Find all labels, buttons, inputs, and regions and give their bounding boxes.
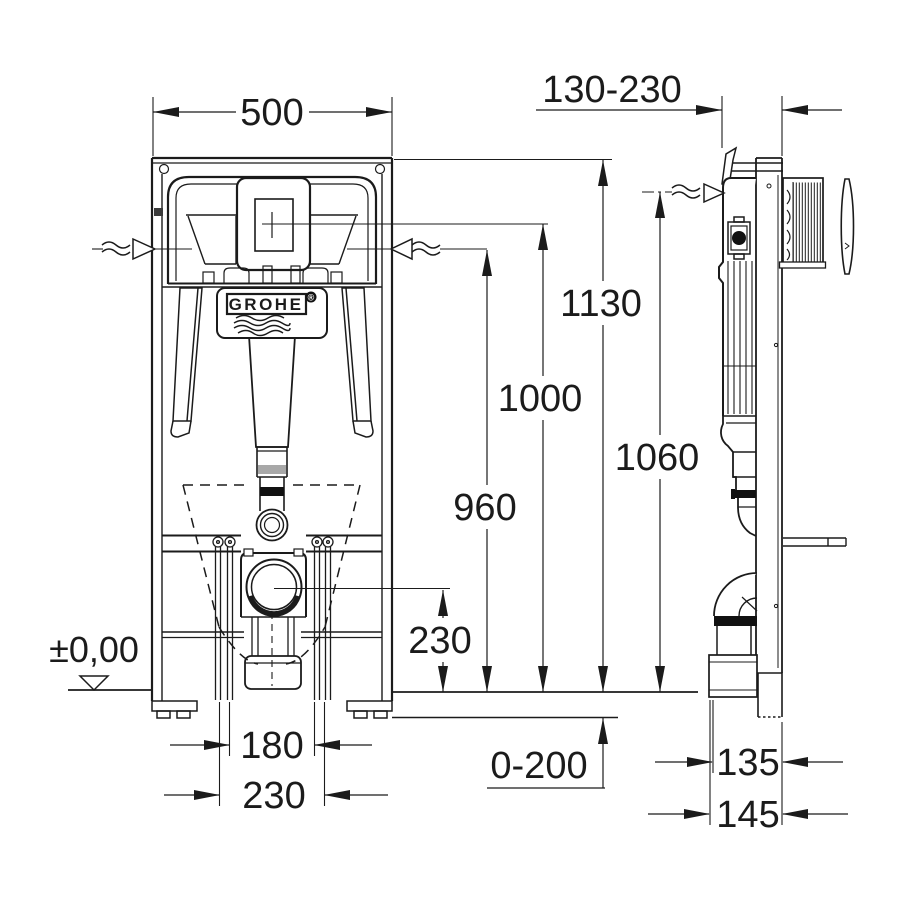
support-struts — [170, 287, 374, 438]
dim-frame-width-label: 500 — [240, 92, 303, 134]
wall-rail — [755, 157, 783, 718]
front-view: GROHE ® — [150, 156, 394, 719]
dim-frame-width: 500 — [152, 92, 393, 156]
frame-screw-hole-right — [374, 163, 386, 175]
dim-side-inlet-height-label: 1060 — [615, 437, 700, 479]
dim-bolt-spacing-wide-label: 230 — [242, 775, 305, 817]
drain-elbow-side — [708, 572, 758, 698]
dimensions: 500 130-230 1130 1000 — [49, 69, 848, 836]
side-view — [708, 146, 855, 718]
dim-water-inlet-height-label: 960 — [453, 487, 516, 529]
wall-hatching — [793, 182, 822, 262]
outlet-box — [757, 672, 783, 717]
frame-screw-hole-left — [158, 163, 170, 175]
registered-mark-disc — [305, 291, 317, 303]
threaded-rod — [783, 537, 847, 547]
flush-plate-side — [840, 178, 855, 275]
logo-waves — [233, 314, 291, 337]
fixing-bolts — [212, 536, 334, 700]
tank-ribs — [727, 261, 753, 414]
dim-outlet-height-label: 230 — [408, 620, 471, 662]
actuator-wall-block — [778, 177, 827, 269]
dim-bolt-spacing-narrow: 180 — [170, 702, 372, 767]
dim-outlet-height: 230 — [274, 587, 472, 692]
datum-label: ±0,00 — [49, 629, 139, 670]
dim-outlet-to-wall: 135 — [655, 700, 843, 825]
drain-sleeve — [244, 655, 302, 690]
inspection-box — [727, 216, 751, 260]
dim-wall-offset: 130-230 — [536, 69, 842, 156]
rail-scale-mark — [154, 208, 163, 216]
dim-frame-height-label: 1130 — [560, 283, 642, 325]
pipe-seal-black — [260, 487, 284, 496]
toilet-bowl-outline — [182, 484, 361, 665]
cistern-side-profile — [718, 177, 757, 537]
grohe-wordmark: GROHE — [229, 295, 304, 314]
drain-outlet — [240, 548, 307, 690]
water-inlet-symbol-side — [642, 182, 726, 204]
water-inlet-symbols — [92, 182, 726, 261]
dim-side-inlet-height: 1060 — [615, 192, 700, 692]
elbow-seal — [714, 616, 757, 626]
dim-floor-buildup-label: 0-200 — [490, 745, 587, 787]
dim-outlet-to-wall-label: 135 — [716, 742, 779, 784]
grohe-logo-plate: GROHE ® — [216, 287, 328, 339]
pipe-seal-gray — [258, 465, 286, 474]
dim-outlet-to-wall-max: 145 — [648, 700, 848, 836]
flush-opening — [254, 198, 294, 252]
dim-flush-plate-height-label: 1000 — [498, 378, 583, 420]
registered-mark: ® — [308, 293, 315, 303]
dim-flush-plate-height: 1000 — [262, 223, 583, 692]
dim-floor-buildup: 0-200 — [487, 718, 608, 789]
water-inlet-symbol-left — [92, 237, 192, 261]
datum-level-icon — [78, 675, 110, 692]
dim-outlet-to-wall-max-label: 145 — [716, 794, 779, 836]
outlet-shadow-arc — [247, 595, 301, 617]
dim-frame-height: 1130 — [394, 158, 642, 692]
water-inlet-symbol-right — [347, 237, 487, 261]
dim-bolt-spacing-wide: 230 — [164, 702, 388, 817]
dim-bolt-spacing-narrow-label: 180 — [240, 725, 303, 767]
frame-feet — [151, 700, 393, 719]
dim-wall-offset-label: 130-230 — [542, 69, 681, 111]
dim-water-inlet-height: 960 — [453, 250, 517, 692]
cistern — [162, 175, 382, 288]
